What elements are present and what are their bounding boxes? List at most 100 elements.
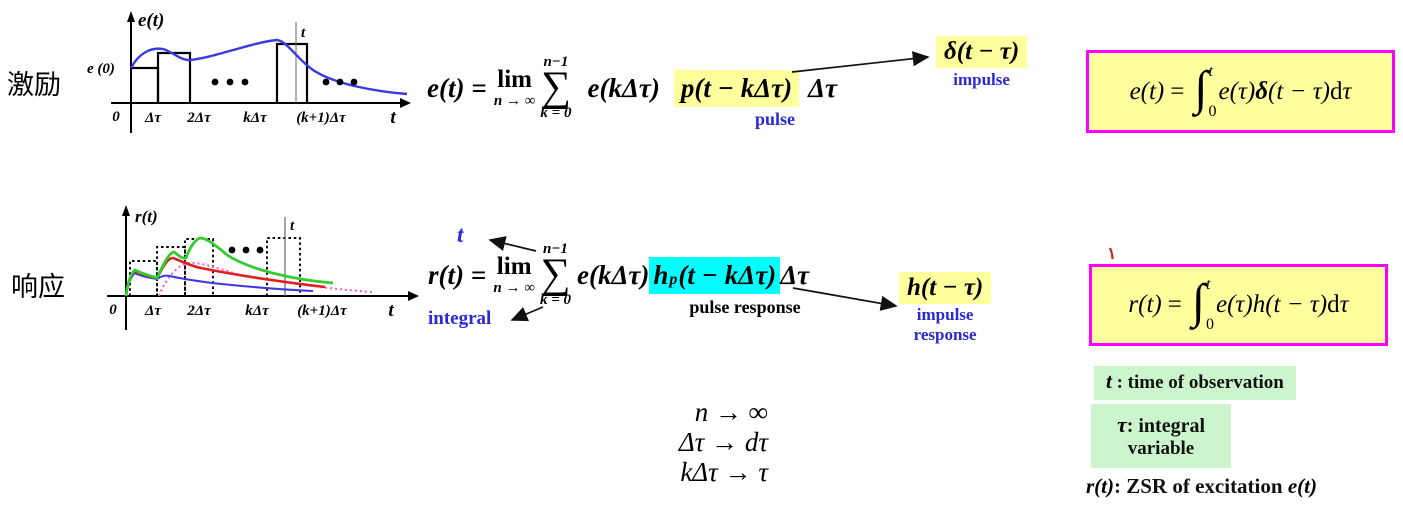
limit-substitutions: n → ∞ Δτ → dτ kΔτ → τ	[588, 397, 768, 487]
svg-text:(k+1)Δτ: (k+1)Δτ	[296, 110, 347, 126]
note-integral-variable: τ: integral variable	[1091, 404, 1231, 468]
red-tick-mark	[1108, 247, 1114, 260]
note-tau-text-2: variable	[1127, 438, 1195, 459]
h-base: h	[653, 259, 669, 290]
zsr-et: e(t)	[1287, 474, 1317, 498]
limit-line-1: n → ∞	[694, 397, 768, 427]
integrand-e: e(τ)	[1216, 291, 1253, 318]
note-t-symbol: t	[1106, 369, 1112, 393]
response-curve-magenta	[158, 261, 374, 297]
x-axis-arrow-icon	[408, 291, 419, 301]
response-curve-blue	[124, 271, 314, 297]
sigma-icon: ∑	[540, 251, 571, 298]
limit-line-3: kΔτ → τ	[680, 457, 768, 487]
integrand-e: e(τ)	[1218, 77, 1256, 105]
integral-sign-icon: ∫	[1194, 61, 1208, 115]
differential-tau: τ	[1342, 77, 1352, 105]
svg-text:Δτ: Δτ	[144, 303, 162, 319]
summation-block: n−1 ∑ k = 0	[540, 54, 572, 121]
response-integral-box: r(t) = ∫ t 0 e(τ) h (t − τ) d τ	[1089, 264, 1388, 346]
result-lhs: e(t)	[1129, 77, 1165, 105]
integral-annotation: integral	[428, 308, 492, 329]
differential-d: d	[1327, 291, 1340, 318]
limit-block: lim n → ∞	[493, 66, 536, 109]
excitation-axes	[111, 18, 403, 133]
integral-limits: t 0	[1208, 62, 1217, 120]
impulse-caption: impulse	[953, 70, 1010, 89]
zsr-rt: r(t)	[1086, 474, 1114, 498]
svg-text:t: t	[390, 107, 396, 128]
equals-sign: =	[1167, 291, 1182, 318]
svg-text:0: 0	[109, 302, 117, 318]
pulse-response-highlight: h p (t − kΔτ)	[649, 256, 781, 294]
svg-text:kΔτ: kΔτ	[243, 110, 268, 126]
excitation-curve	[129, 38, 408, 96]
impulse-response-block: h(t − τ) impulse response	[899, 272, 992, 345]
sigma-icon: ∑	[540, 64, 571, 111]
impulse-term-highlight: δ(t − τ)	[936, 36, 1028, 68]
impulse-response-caption-2: response	[913, 325, 977, 344]
note-tau-symbol: τ	[1116, 412, 1127, 437]
svg-text:2Δτ: 2Δτ	[186, 110, 212, 126]
response-sum-formula: r(t) = lim n → ∞ n−1 ∑ k = 0 e(kΔτ) h p …	[428, 237, 809, 313]
response-graph: r(t) t 0 Δτ 2Δτ kΔτ (k+1)Δτ t	[107, 205, 419, 330]
note-tau-text: : integral	[1126, 415, 1206, 437]
excitation-label: 激励	[7, 70, 61, 100]
svg-text:0: 0	[112, 109, 120, 125]
impulse-response-highlight: h(t − τ)	[899, 272, 992, 304]
integrand-arg: (t − τ)	[1268, 77, 1330, 105]
integral-sign-icon: ∫	[1191, 275, 1205, 329]
pulse-term-highlight: p(t − kΔτ)	[673, 69, 800, 107]
response-label: 响应	[11, 272, 65, 302]
formula-lhs: e(t)	[427, 72, 465, 103]
ellipsis-dots	[228, 246, 264, 254]
delta-tau-factor: Δτ	[780, 259, 810, 290]
e0-label: e (0)	[87, 61, 115, 77]
y-axis-arrow-icon	[122, 205, 130, 216]
svg-text:(k+1)Δτ: (k+1)Δτ	[297, 303, 348, 319]
h-subscript-p: p	[669, 270, 678, 288]
equals-sign: =	[1170, 77, 1185, 105]
x-axis-arrow-icon	[400, 98, 411, 108]
result-lhs: r(t)	[1128, 291, 1162, 318]
differential-tau: τ	[1339, 291, 1349, 318]
excitation-graph: e(t) e (0) t 0 Δτ 2Δτ kΔτ (k+1)Δτ t	[87, 10, 411, 133]
zsr-text: : ZSR of excitation	[1114, 474, 1288, 498]
response-curve-green	[124, 236, 334, 297]
impulse-block: δ(t − τ) impulse	[936, 36, 1028, 90]
formula-lhs: r(t)	[428, 259, 464, 290]
ellipsis-dots	[211, 78, 358, 86]
svg-text:kΔτ: kΔτ	[245, 303, 270, 319]
equals-sign: =	[471, 259, 487, 290]
integral-limits: t 0	[1206, 276, 1214, 333]
differential-d: d	[1329, 77, 1343, 105]
pulse-response-caption: pulse response	[689, 297, 801, 317]
svg-text:t: t	[388, 300, 394, 321]
pulse-caption: pulse	[754, 109, 796, 129]
sample-term: e(kΔτ)	[587, 72, 660, 103]
limit-block: lim n → ∞	[493, 253, 535, 296]
excitation-ticks: 0 Δτ 2Δτ kΔτ (k+1)Δτ t	[112, 107, 396, 128]
svg-text:2Δτ: 2Δτ	[186, 303, 212, 319]
response-ylabel: r(t)	[135, 207, 158, 226]
h-argument: (t − kΔτ)	[678, 259, 777, 290]
equals-sign: =	[471, 72, 487, 103]
note-time-of-observation: t : time of observation	[1094, 366, 1296, 400]
time-annotation: t	[457, 222, 464, 247]
excitation-integral-box: e(t) = ∫ t 0 e(τ) δ (t − τ) d τ	[1086, 50, 1395, 133]
summation-block: n−1 ∑ k = 0	[539, 241, 571, 308]
integrand-h: h	[1252, 291, 1266, 318]
svg-text:Δτ: Δτ	[144, 110, 162, 126]
observation-time-label: t	[290, 218, 295, 234]
response-ticks: 0 Δτ 2Δτ kΔτ (k+1)Δτ t	[109, 300, 394, 321]
observation-time-label: t	[301, 25, 306, 41]
excitation-sum-formula: e(t) = lim n → ∞ n−1 ∑ k = 0 e(kΔτ) p(t …	[427, 48, 837, 128]
limit-line-2: Δτ → dτ	[678, 427, 768, 457]
excitation-ylabel: e(t)	[138, 10, 164, 31]
note-zsr: r(t): ZSR of excitation e(t)	[1086, 474, 1317, 499]
impulse-response-caption-1: impulse	[916, 305, 974, 324]
sample-term: e(kΔτ)	[577, 259, 650, 290]
y-axis-arrow-icon	[127, 11, 135, 22]
delta-tau-factor: Δτ	[808, 72, 838, 103]
